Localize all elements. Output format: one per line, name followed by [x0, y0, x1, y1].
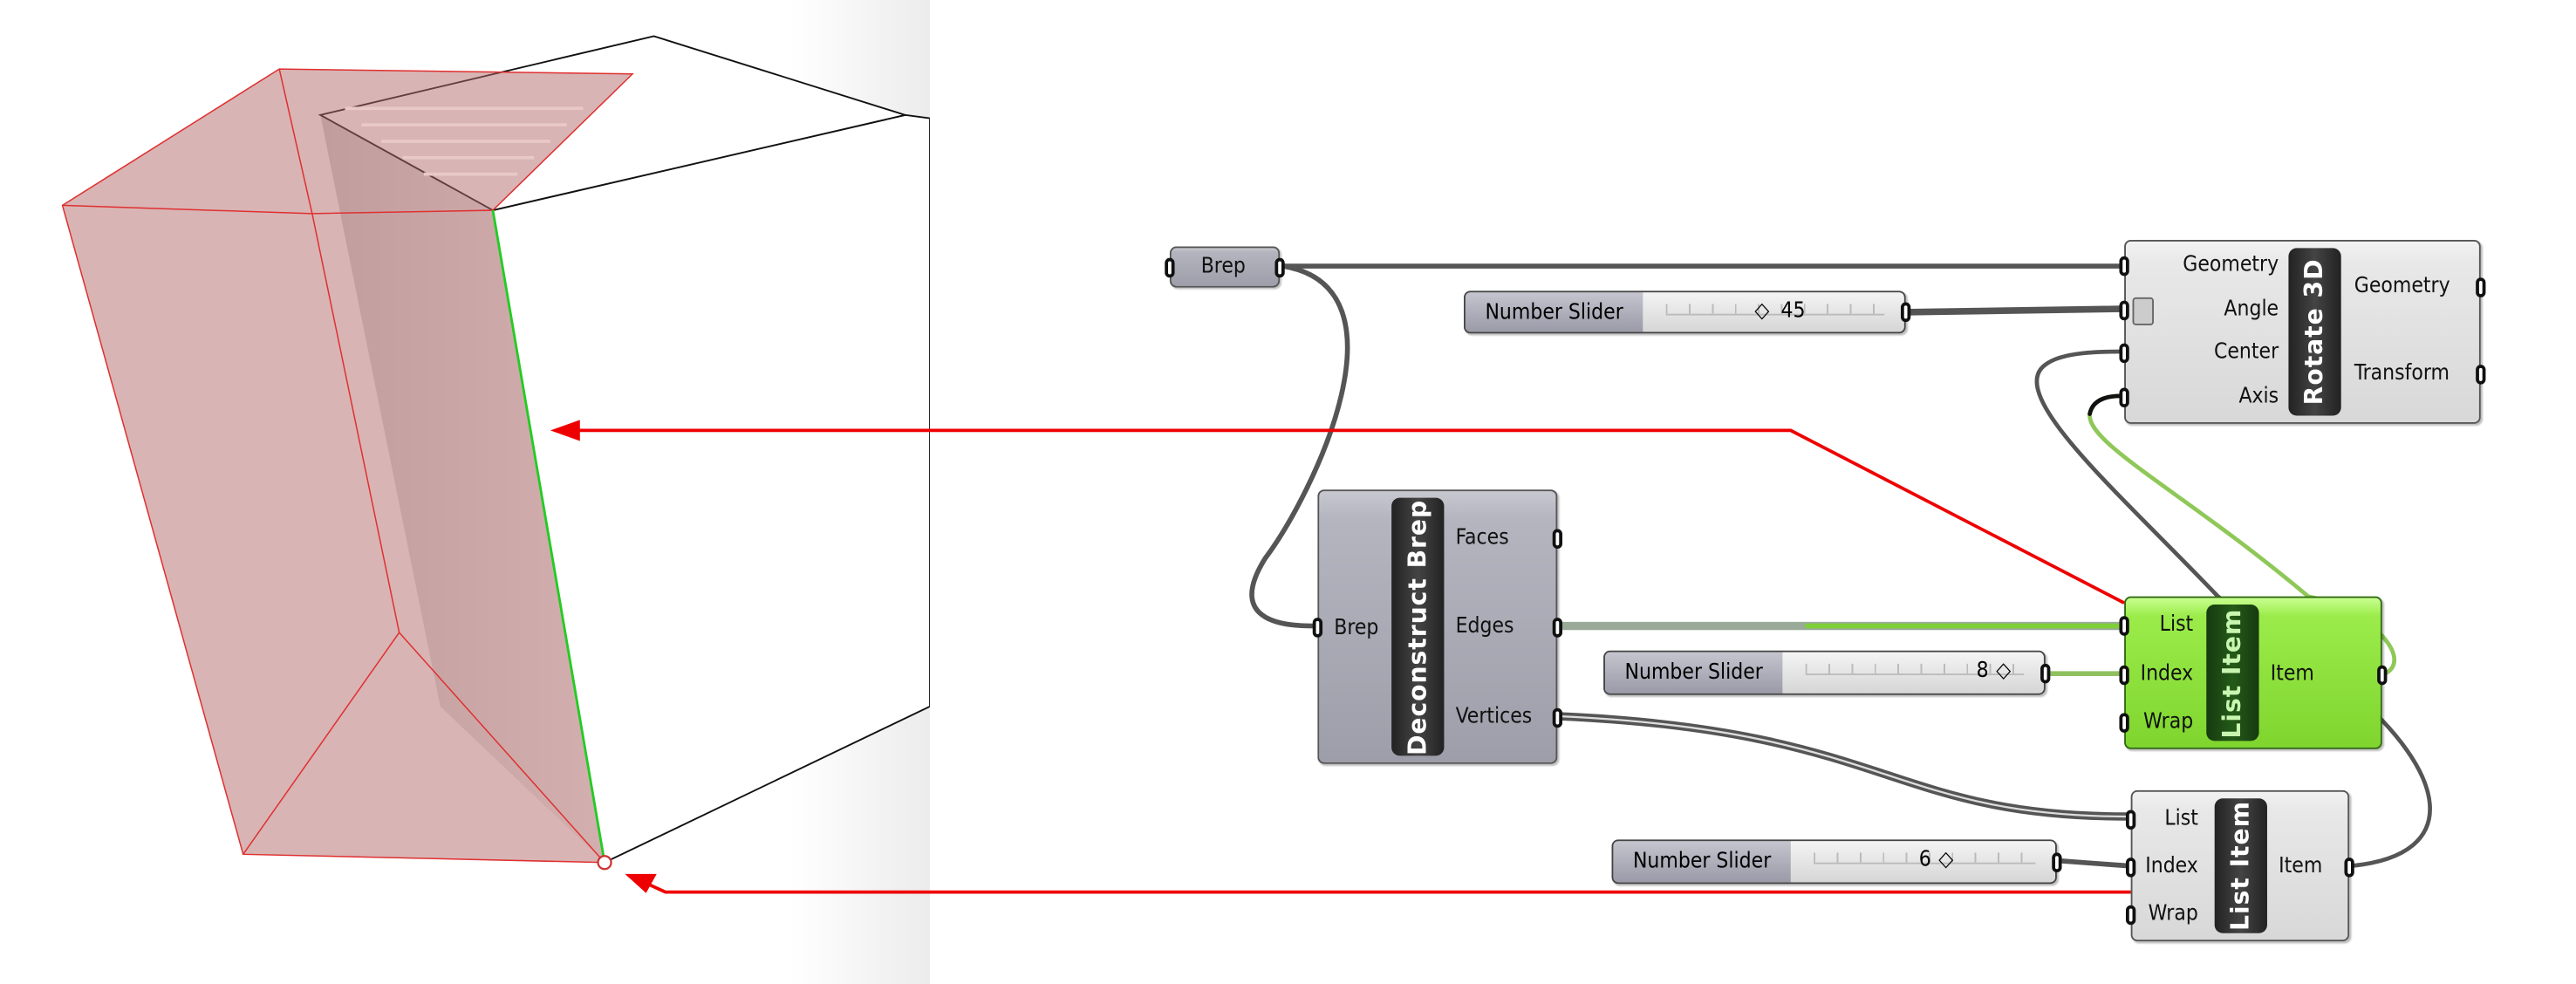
output-grip[interactable] [2476, 365, 2486, 385]
expression-icon[interactable] [2132, 297, 2155, 325]
slider-handle-icon[interactable]: ◇ [1996, 659, 2012, 684]
wire-index-vertices [2057, 858, 2130, 869]
slider-track[interactable]: 8 ◇ [1782, 652, 2044, 694]
output-grip[interactable] [1900, 302, 1911, 323]
rhino-viewport[interactable] [0, 0, 930, 984]
output-grip[interactable] [1552, 618, 1563, 638]
selected-edge [491, 209, 606, 863]
component-title-strip: Deconstruct Brep [1391, 497, 1445, 756]
output-grip[interactable] [2377, 665, 2388, 686]
output-grip[interactable] [2040, 663, 2051, 684]
slider-handle-icon[interactable]: ◇ [1938, 847, 1954, 873]
input-grip[interactable] [2119, 713, 2129, 733]
list-item-edges-component[interactable]: List Index Wrap List Item Item [2119, 596, 2388, 749]
number-slider-edge-index[interactable]: Number Slider 8 ◇ [1603, 650, 2051, 695]
viewport-geometry [61, 35, 930, 871]
input-grip[interactable] [2119, 616, 2129, 636]
rotate-3d-component[interactable]: Geometry Angle Center Axis Rotate 3D Geo… [2119, 239, 2486, 424]
wire-brep-deconstruct [1249, 263, 1350, 629]
input-grip[interactable] [2119, 387, 2129, 408]
list-item-vertices-component[interactable]: List Index Wrap List Item Item [2125, 789, 2354, 942]
number-slider-angle[interactable]: Number Slider ◇ 45 [1464, 290, 1911, 334]
wire-angle [1905, 305, 2125, 316]
selected-vertex [597, 855, 612, 871]
wire-vertices-list [1556, 712, 2132, 821]
slider-track[interactable]: 6 ◇ [1790, 841, 2056, 883]
component-title-strip: List Item [2214, 798, 2267, 933]
output-grip[interactable] [2052, 852, 2062, 873]
output-grip[interactable] [1552, 707, 1563, 728]
input-grip[interactable] [1165, 257, 1175, 278]
output-grip[interactable] [1274, 257, 1285, 278]
input-grip[interactable] [2125, 905, 2136, 926]
slider-track[interactable]: ◇ 45 [1643, 292, 1904, 332]
input-grip[interactable] [2119, 256, 2129, 277]
output-grip[interactable] [2344, 858, 2354, 878]
input-grip[interactable] [2125, 858, 2136, 878]
component-title-strip: List Item [2206, 605, 2259, 741]
input-grip[interactable] [2119, 343, 2129, 364]
input-grip[interactable] [2119, 665, 2129, 686]
component-title-strip: Rotate 3D [2288, 248, 2341, 416]
number-slider-vertex-index[interactable]: Number Slider 6 ◇ [1611, 839, 2062, 885]
deconstruct-brep-component[interactable]: Brep Deconstruct Brep Faces Edges Vertic… [1312, 489, 1563, 764]
output-grip[interactable] [2476, 277, 2486, 297]
wire-vertex-center [2034, 349, 2432, 868]
output-grip[interactable] [1552, 529, 1563, 550]
input-grip[interactable] [1312, 618, 1323, 638]
brep-parameter[interactable]: Brep [1165, 246, 1285, 288]
annotation-arrows [550, 420, 2131, 894]
input-grip[interactable] [2119, 300, 2129, 321]
input-grip[interactable] [2125, 810, 2136, 830]
slider-handle-icon[interactable]: ◇ [1754, 298, 1770, 325]
